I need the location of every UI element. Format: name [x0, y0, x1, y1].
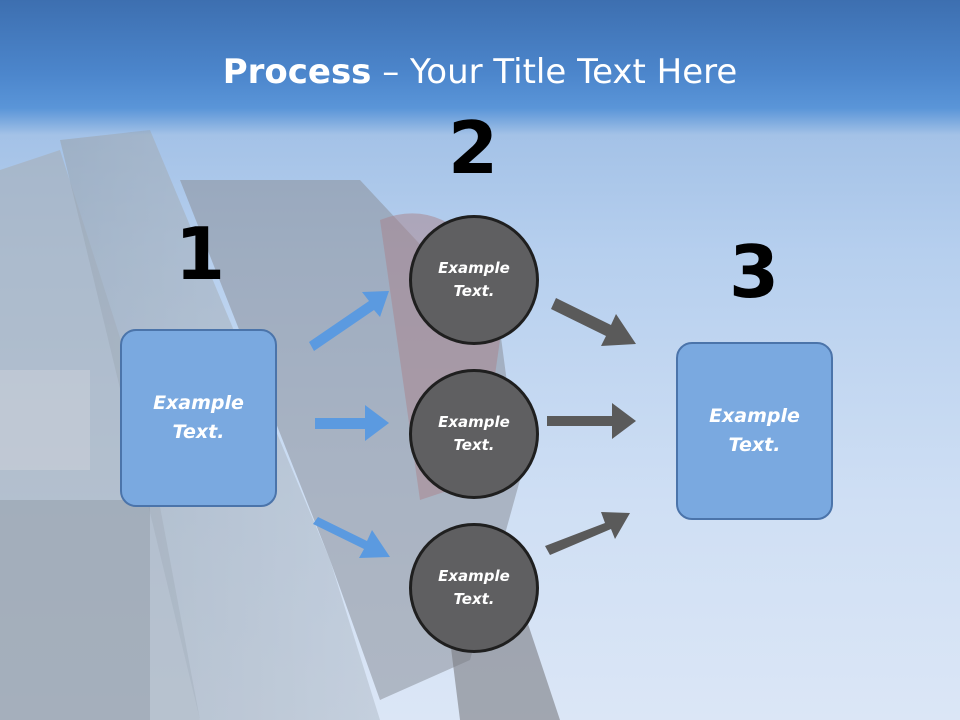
- step-number-2: 2: [447, 106, 499, 190]
- right-box: Example Text.: [676, 342, 833, 520]
- circle-top: Example Text.: [409, 215, 539, 345]
- circle-middle-text: Example Text.: [438, 413, 510, 454]
- title-bold: Process: [222, 52, 372, 92]
- arrow-from-bottom-circle: [545, 512, 630, 555]
- arrow-to-top-circle: [309, 291, 389, 351]
- slide-title: Process – Your Title Text Here: [0, 52, 960, 92]
- circle-bottom-text: Example Text.: [438, 567, 510, 608]
- step-number-1: 1: [174, 212, 226, 296]
- circle-top-text: Example Text.: [438, 259, 510, 300]
- circle-middle: Example Text.: [409, 369, 539, 499]
- arrow-from-top-circle: [551, 298, 636, 346]
- title-rest: – Your Title Text Here: [371, 52, 738, 92]
- step-number-3: 3: [728, 230, 780, 314]
- circle-bottom: Example Text.: [409, 523, 539, 653]
- arrow-from-middle-circle: [547, 403, 636, 439]
- left-box: Example Text.: [120, 329, 277, 507]
- arrow-to-bottom-circle: [313, 517, 390, 558]
- arrow-to-middle-circle: [315, 405, 389, 441]
- right-box-text: Example Text.: [709, 405, 800, 456]
- title-bar: [0, 0, 960, 135]
- left-box-text: Example Text.: [153, 392, 244, 443]
